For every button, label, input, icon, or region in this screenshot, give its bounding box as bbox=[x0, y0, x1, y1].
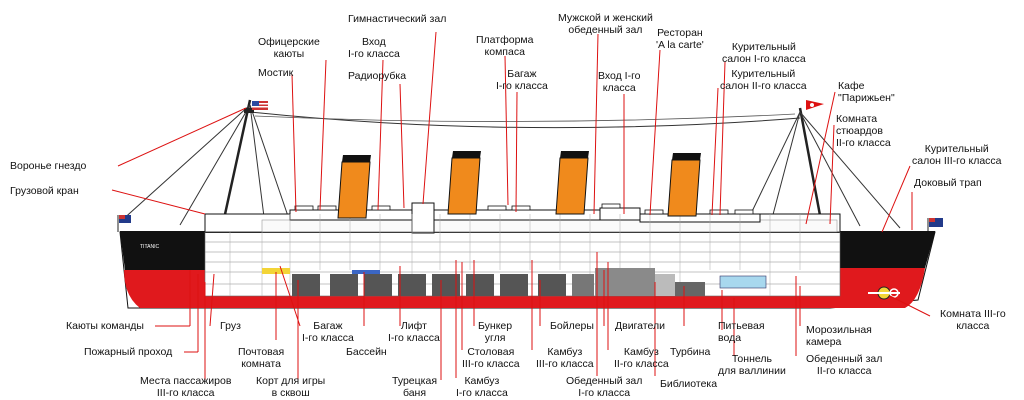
label-boilers: Бойлеры bbox=[550, 320, 594, 332]
fore-mast bbox=[220, 99, 252, 229]
funnel-3 bbox=[555, 151, 589, 215]
label-cafe-parisien: Кафе"Парижьен" bbox=[838, 80, 895, 104]
label-dock-ladder: Доковый трап bbox=[914, 177, 982, 189]
funnel-1 bbox=[337, 155, 371, 219]
label-library: Библиотека bbox=[660, 378, 718, 390]
label-crows-nest: Воронье гнездо bbox=[10, 160, 87, 172]
label-crew-cabins: Каюты команды bbox=[66, 320, 144, 332]
white-star-flag-icon bbox=[806, 100, 824, 110]
lifeboats bbox=[294, 203, 754, 215]
label-cargo: Груз bbox=[220, 320, 241, 332]
label-cargo-crane: Грузовой кран bbox=[10, 185, 79, 197]
hull bbox=[119, 231, 936, 309]
water-tank bbox=[719, 275, 767, 289]
label-gym: Гимнастический зал bbox=[348, 13, 447, 25]
label-engines: Двигатели bbox=[615, 320, 665, 332]
pool bbox=[352, 270, 380, 274]
label-radio-room: Радиорубка bbox=[348, 70, 407, 82]
label-turbine: Турбина bbox=[670, 346, 711, 358]
aft-mast bbox=[798, 107, 824, 227]
label-swimming-pool: Бассейн bbox=[346, 346, 387, 358]
boiler-rooms bbox=[292, 274, 594, 296]
label-restaurant: Ресторан'A la carte' bbox=[656, 27, 704, 51]
label-fire-passage: Пожарный проход bbox=[84, 346, 173, 358]
mail-room bbox=[262, 268, 290, 274]
engine-room bbox=[595, 268, 705, 296]
funnel-4 bbox=[667, 153, 701, 217]
leader-lines bbox=[111, 31, 931, 380]
crows-nest bbox=[244, 108, 254, 113]
label-bridge: Мостик bbox=[258, 67, 294, 79]
rigging-wire bbox=[249, 111, 801, 129]
ship-name-plate: TITANIC bbox=[140, 244, 160, 250]
funnel-2 bbox=[447, 151, 481, 215]
fore-mast-stay bbox=[179, 104, 251, 226]
propeller-icon bbox=[868, 286, 900, 300]
bow-flag-icon bbox=[117, 215, 131, 232]
us-flag-icon bbox=[252, 101, 268, 110]
